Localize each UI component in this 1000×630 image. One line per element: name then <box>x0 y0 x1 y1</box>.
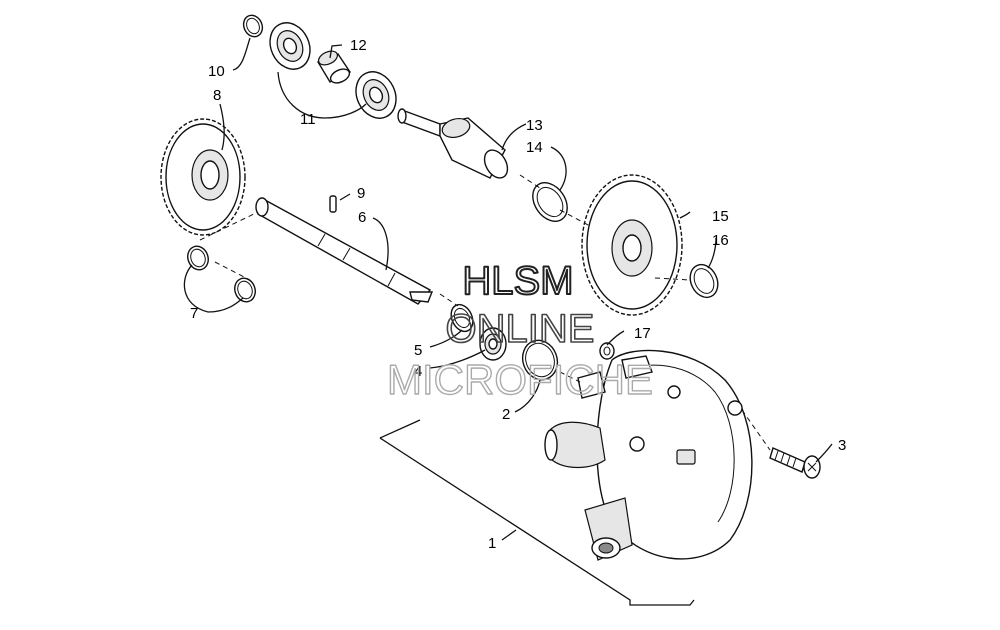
callout-7: 7 <box>190 305 198 322</box>
callout-15: 15 <box>712 208 729 225</box>
drive-shaft-6 <box>255 197 434 305</box>
callout-17: 17 <box>634 325 651 342</box>
callout-10: 10 <box>208 63 225 80</box>
watermark: HLSM ONLINE MICROFICHE <box>386 258 653 404</box>
circlip-14 <box>532 182 568 222</box>
bolt-3 <box>769 447 821 479</box>
callout-1: 1 <box>488 535 496 552</box>
assembly-centerlines <box>199 174 771 451</box>
water-pump-housing-1 <box>544 349 753 561</box>
pin-9 <box>329 195 337 213</box>
callout-13: 13 <box>526 117 543 134</box>
bearing-11-left <box>269 22 311 70</box>
circlip-10 <box>242 14 264 38</box>
callout-3: 3 <box>838 437 846 454</box>
part-labels: 1 2 3 4 5 6 7 8 9 10 11 12 13 14 15 16 1… <box>190 37 846 552</box>
callout-5: 5 <box>414 342 422 359</box>
callout-11: 11 <box>300 111 316 128</box>
impeller-shaft-13 <box>397 108 509 179</box>
gear-8 <box>160 118 246 236</box>
callout-2: 2 <box>502 406 510 423</box>
callout-8: 8 <box>213 87 221 104</box>
callout-14: 14 <box>526 139 543 156</box>
watermark-line-1: HLSM <box>462 259 573 303</box>
callout-9: 9 <box>357 185 365 202</box>
washer-17 <box>599 342 615 360</box>
watermark-line-2: ONLINE <box>446 307 595 351</box>
callout-6: 6 <box>358 209 366 226</box>
callout-12: 12 <box>350 37 367 54</box>
leader-lines <box>183 37 833 606</box>
spacer-12 <box>316 50 352 84</box>
o-ring-2 <box>521 339 559 381</box>
callout-16: 16 <box>712 232 729 249</box>
callout-4: 4 <box>414 363 422 380</box>
circlip-16 <box>689 263 719 299</box>
bearing-11-right <box>355 71 397 119</box>
seal-4 <box>479 327 507 361</box>
circlip-7-lower <box>234 277 256 303</box>
circlip-7-upper <box>187 245 209 271</box>
gear-15 <box>581 174 683 316</box>
watermark-line-3: MICROFICHE <box>387 356 653 403</box>
